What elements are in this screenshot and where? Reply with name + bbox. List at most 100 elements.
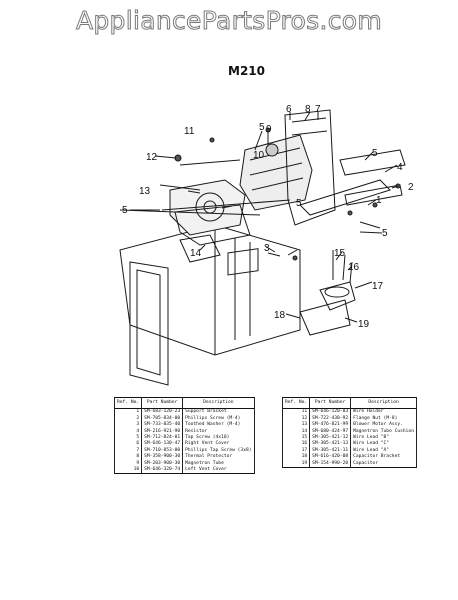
callout-10: 10 [253,150,265,161]
table-cell: 17 [281,447,311,455]
callout-3: 3 [264,243,270,254]
table-cell: 12 [281,415,311,423]
table-cell: Tap Screw (4x10) [182,435,255,442]
table-cell: 1 [113,408,143,416]
callout-12: 12 [146,152,158,163]
table-cell: Capacitor [350,460,417,468]
table-cell: 8 [113,454,143,461]
table-cell: Right Vent Cover [182,441,255,448]
table-cell: SM-305-421-13 [309,441,352,448]
table-cell: SM-733-835-40 [141,422,184,429]
table-cell: 14 [281,428,311,436]
col-ref: Ref. No. [281,397,311,409]
table-cell: SM-305-421-11 [309,447,352,455]
callout-6: 6 [286,104,292,115]
callout-4: 4 [397,162,403,173]
table-cell: Capacitor Bracket [350,454,417,461]
table-cell: 13 [281,422,311,429]
right-vent-cover [284,109,336,226]
table-cell: Magnetron Tube Cushion [350,428,417,436]
callout-5d: 5 [296,198,302,209]
callout-17: 17 [372,281,384,292]
table-cell: Phillips Tap Screw (3x8) [182,447,255,455]
table-cell: 15 [281,435,311,442]
col-description: Description [182,397,255,409]
table-cell: Blower Motor Assy. [350,422,417,429]
table-cell: Wire Lead "A" [350,447,417,455]
callout-11: 11 [184,126,195,137]
callout-8: 8 [305,104,311,115]
col-description: Description [350,397,417,409]
table-cell: 4 [113,428,143,436]
exploded-diagram: 6 8 7 11 5 9 10 12 5 4 2 13 1 5 5 5 3 14… [119,104,414,386]
table-cell: 2 [113,415,143,423]
watermark: AppliancePartsPros.com [75,6,383,36]
table-cell: SM-646-120-83 [309,408,352,416]
table-cell: Thermal Protector [182,454,255,461]
callout-16: 16 [348,262,360,273]
table-cell: Wire Holder [350,408,417,416]
blower-motor [169,179,246,236]
model-title: M210 [228,64,265,78]
table-cell: Resistor [182,428,255,436]
callout-7: 7 [315,104,321,115]
callout-14: 14 [190,248,202,259]
callout-19: 19 [358,319,370,330]
callout-13: 13 [139,186,151,197]
table-cell: 11 [281,408,311,416]
table-cell: SM-680-424-97 [309,428,352,436]
capacitor-bracket [299,299,351,336]
callout-1: 1 [376,195,382,206]
table-cell: 18 [281,454,311,461]
col-ref: Ref. No. [113,397,143,409]
table-cell: Magnetron Tube [182,460,255,468]
table-cell: SM-358-900-30 [141,454,184,461]
table-cell: Toothed Washer (M-4) [182,422,255,429]
col-part-number: Part Number [309,397,352,409]
magnetron-cushion [179,234,221,263]
table-cell: SM-722-430-92 [309,415,352,423]
table-cell: 9 [113,460,143,468]
table-cell: SM-476-821-99 [309,422,352,429]
table-cell: SM-305-421-12 [309,435,352,442]
callout-2: 2 [408,182,414,193]
capacitor [319,281,356,311]
callout-15: 15 [334,248,346,259]
table-cell: Wire Lead "C" [350,441,417,448]
support-bracket [299,179,391,216]
table-cell: 5 [113,435,143,442]
table-cell: 10 [113,467,143,474]
callout-5c: 5 [122,205,128,216]
col-part-number: Part Number [141,397,184,409]
table-cell: SM-646-320-74 [141,467,184,474]
table-cell: 16 [281,441,311,448]
callout-18: 18 [274,310,286,321]
table-cell: Flange Nut (M-8) [350,415,417,423]
table-cell: 19 [281,460,311,468]
callout-9: 9 [266,124,272,135]
callout-5b: 5 [372,148,378,159]
table-cell: SM-616-420-08 [309,454,352,461]
table-cell: Support Bracket [182,408,255,416]
magnetron-body [239,134,313,211]
table-cell: 3 [113,422,143,429]
table-cell: 7 [113,447,143,455]
callout-5e: 5 [382,228,388,239]
table-cell: Wire Lead "B" [350,435,417,442]
